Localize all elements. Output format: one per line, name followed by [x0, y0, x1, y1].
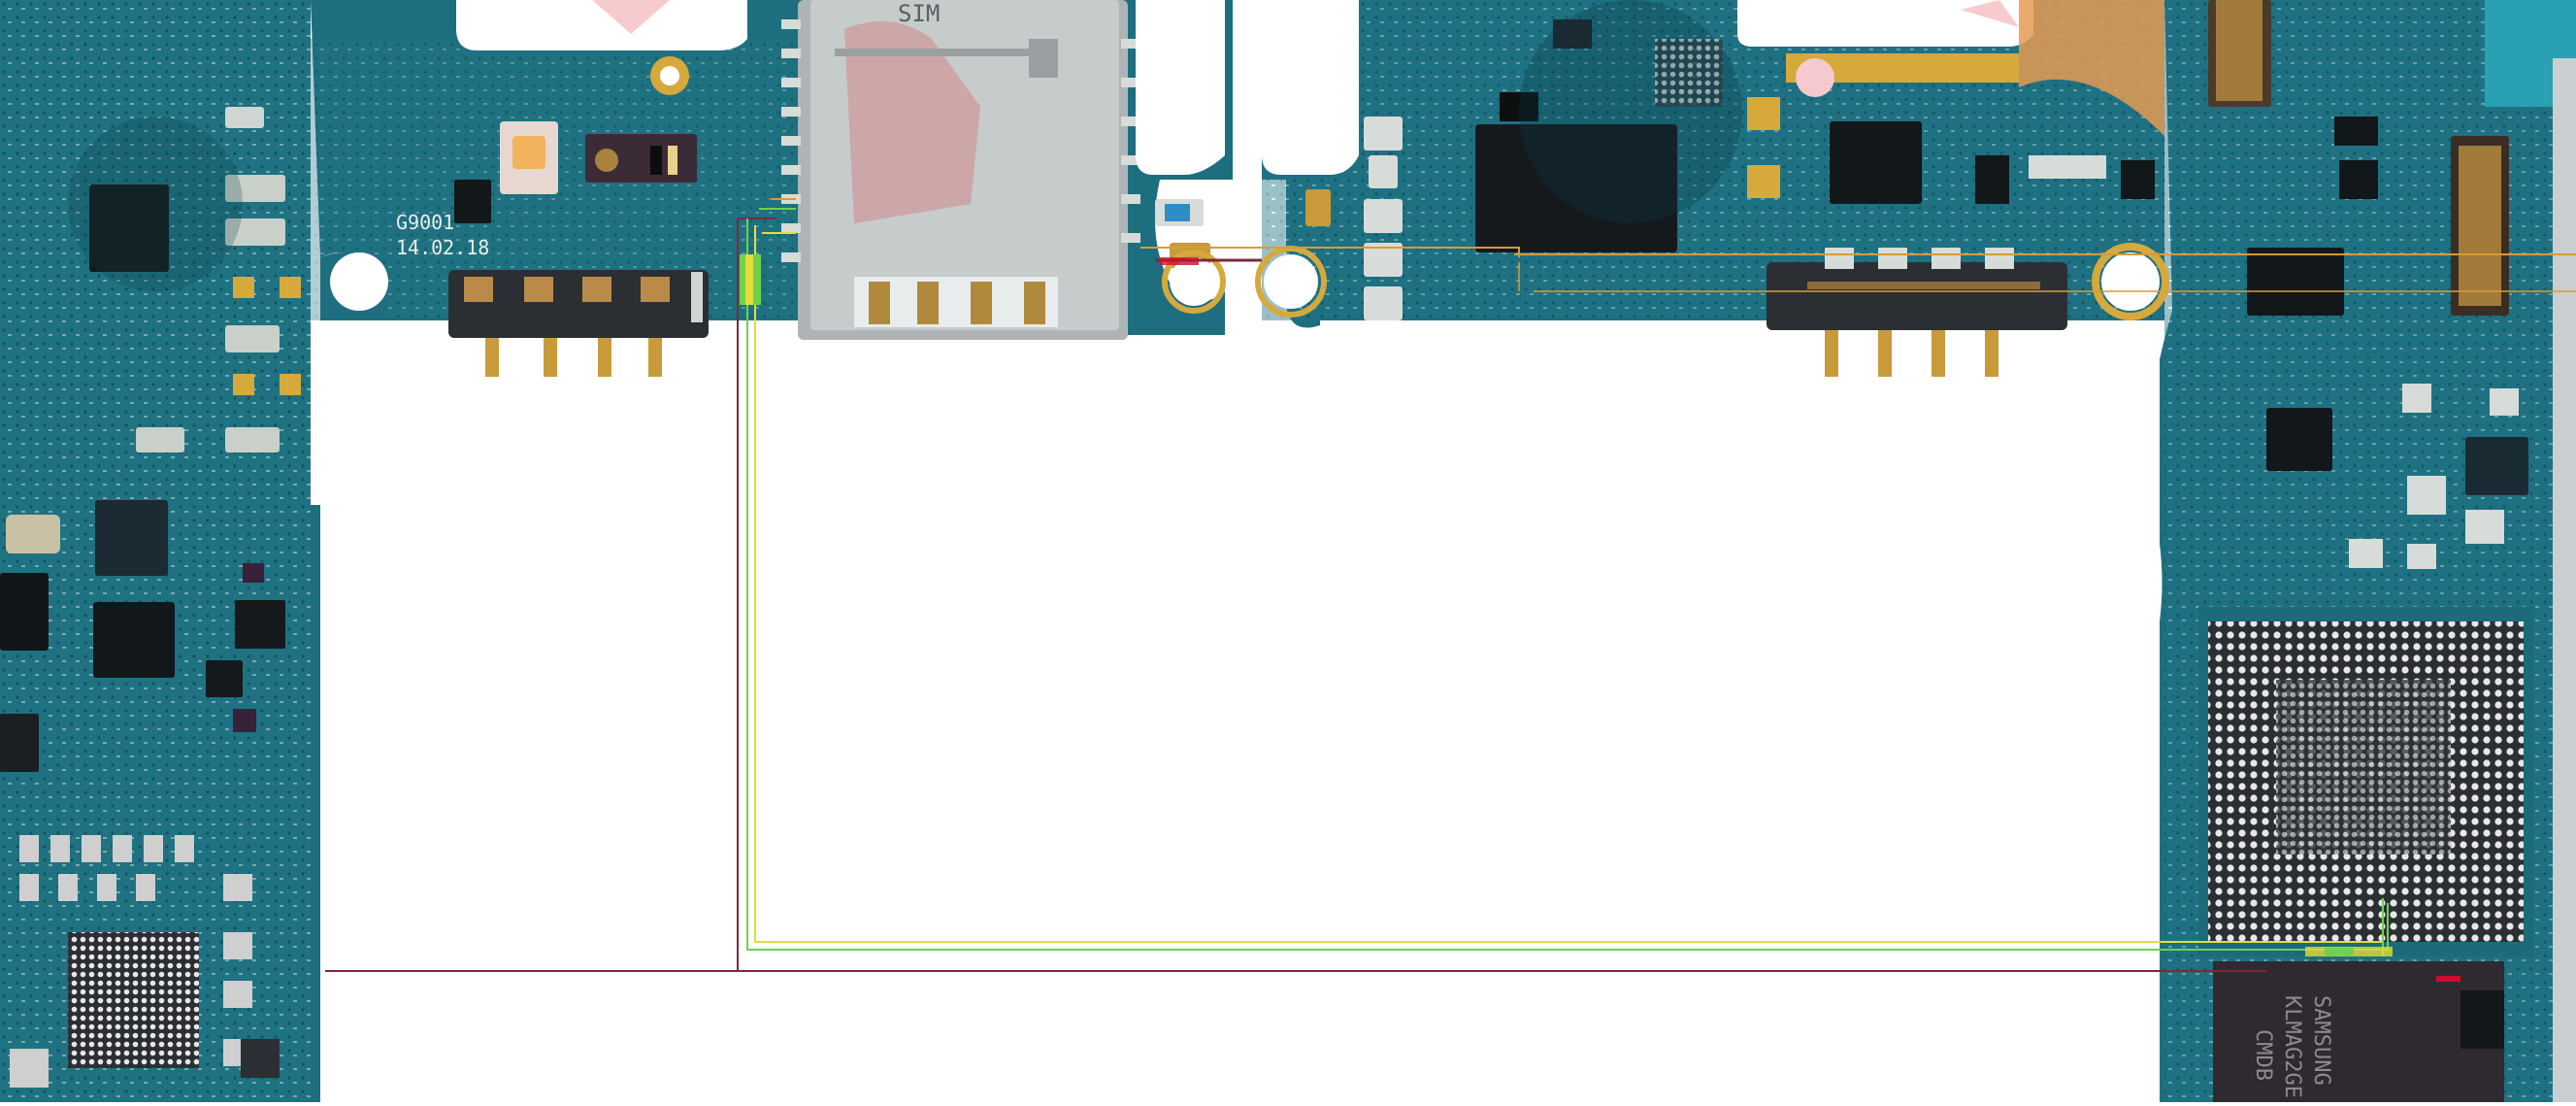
emmc-chip: SAMSUNG KLMAG2GE CMDB [2213, 961, 2504, 1102]
center-pcb-section [1255, 0, 2164, 377]
silkscreen-model: G9001 [396, 211, 454, 234]
chip [89, 184, 169, 272]
chip [0, 573, 49, 651]
sim-pcb-section: G9001 14.02.18 [311, 0, 1233, 377]
chip [235, 600, 285, 649]
trace-highlights [740, 254, 2393, 956]
sim-tray-text: SIM [898, 0, 940, 27]
battery-connector-icon [1767, 248, 2067, 377]
crystal [6, 515, 60, 553]
chip [95, 500, 168, 576]
left-pcb-section [0, 0, 371, 1102]
chip [2247, 248, 2344, 316]
chip [1475, 124, 1677, 252]
emmc-code: CMDB [2251, 1029, 2275, 1081]
chip [1830, 121, 1922, 204]
chip [2465, 437, 2528, 495]
chip [2266, 408, 2332, 471]
right-pcb-section: SAMSUNG KLMAG2GE CMDB [2092, 0, 2576, 1102]
trace-lines [325, 198, 2576, 972]
silkscreen-date: 14.02.18 [396, 236, 489, 259]
chip [0, 714, 39, 772]
sim-tray-icon: SIM [798, 0, 1128, 340]
watermark-icon [68, 117, 243, 291]
chip [93, 602, 175, 678]
emmc-part: KLMAG2GE [2280, 995, 2304, 1098]
chip [206, 660, 243, 697]
bga-chip-icon [68, 932, 199, 1068]
battery-connector-icon [448, 270, 709, 377]
emmc-brand: SAMSUNG [2309, 995, 2333, 1086]
